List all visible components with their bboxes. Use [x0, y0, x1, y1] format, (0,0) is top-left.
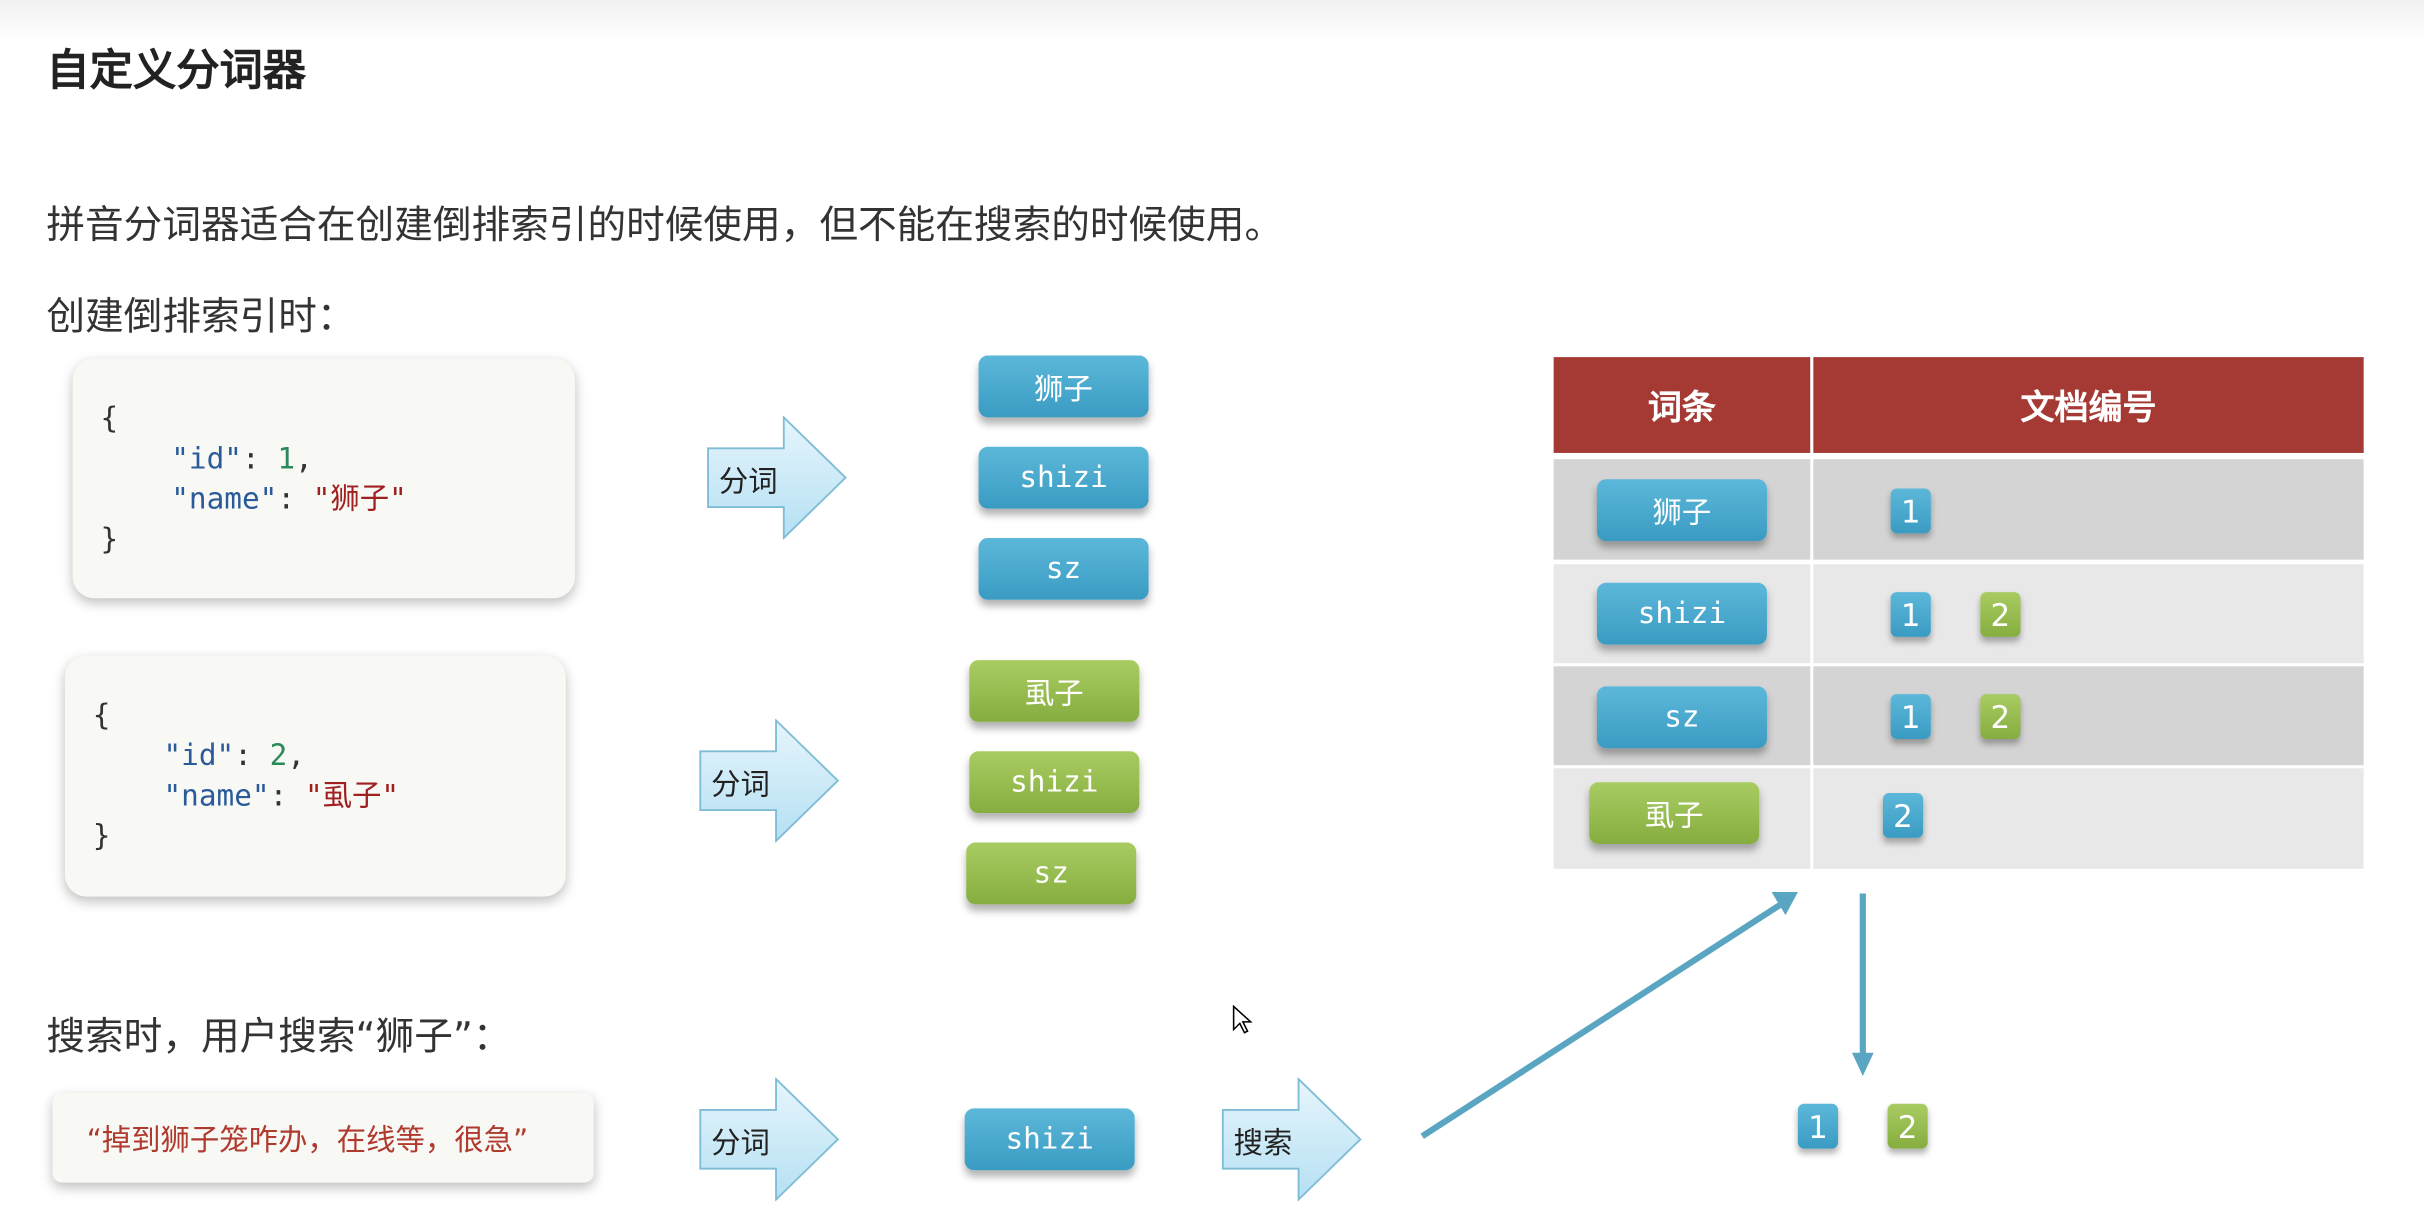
brace: {: [100, 401, 119, 436]
query-text: “掉到狮子笼咋办，在线等，很急”: [86, 1123, 529, 1158]
tokenize-arrow-3: 分词: [699, 1076, 841, 1202]
term: shizi: [1596, 582, 1767, 645]
doc-json-1: { "id": 1, "name": "狮子" }: [72, 358, 576, 599]
table-row: 狮子 1: [1553, 459, 2364, 560]
table-row: 虱子 2: [1553, 768, 2364, 869]
token: shizi: [978, 446, 1149, 509]
result-badge: 2: [1887, 1103, 1928, 1149]
token: shizi: [969, 751, 1140, 814]
brace: {: [92, 698, 111, 733]
result-badge: 1: [1797, 1103, 1839, 1149]
header-term: 词条: [1553, 357, 1811, 453]
right-arrow-icon: [699, 718, 840, 844]
token: sz: [978, 537, 1149, 600]
doc-id-badge: 1: [1890, 592, 1931, 637]
term: sz: [1596, 686, 1767, 749]
doc-id-badge: 2: [1882, 793, 1924, 838]
tokenize-arrow-2: 分词: [699, 718, 841, 844]
right-arrow-icon: [707, 415, 847, 541]
table-row: shizi 1 2: [1553, 564, 2364, 664]
mouse-cursor-icon: [1232, 1004, 1253, 1034]
token: 狮子: [978, 355, 1149, 418]
json-value: 1: [277, 442, 296, 477]
query-box: “掉到狮子笼咋办，在线等，很急”: [52, 1092, 594, 1183]
table-row: sz 1 2: [1553, 666, 2364, 766]
json-value: "狮子": [312, 482, 407, 517]
index-heading: 创建倒排索引时：: [46, 293, 356, 339]
json-value: 2: [269, 738, 288, 773]
arrow-label: 分词: [718, 465, 778, 500]
search-arrow: 搜索: [1221, 1076, 1363, 1202]
arrowhead-icon: [1771, 891, 1798, 916]
json-key: "name": [171, 482, 278, 517]
arrowhead-icon: [1851, 1052, 1874, 1076]
slide-title: 自定义分词器: [46, 44, 307, 96]
doc-id-badge: 1: [1890, 488, 1931, 534]
intro-text: 拼音分词器适合在创建倒排索引的时候使用，但不能在搜索的时候使用。: [46, 202, 1284, 248]
tokenize-arrow-1: 分词: [706, 415, 848, 541]
brace: }: [100, 522, 119, 557]
token: 虱子: [969, 660, 1140, 722]
term: 虱子: [1589, 782, 1760, 845]
json-key: "name": [163, 779, 270, 814]
doc-id-badge: 2: [1980, 694, 2021, 739]
json-key: "id": [163, 738, 235, 773]
right-arrow-icon: [1221, 1076, 1362, 1202]
right-arrow-icon: [699, 1076, 840, 1202]
arrow-label: 分词: [711, 1126, 770, 1161]
json-key: "id": [171, 442, 242, 477]
arrow-label: 搜索: [1233, 1126, 1293, 1161]
token: sz: [966, 842, 1137, 905]
arrow-label: 分词: [711, 768, 770, 803]
brace: }: [92, 819, 111, 854]
search-heading: 搜索时，用户搜索“狮子”：: [46, 1014, 512, 1059]
doc-id-badge: 1: [1890, 694, 1931, 739]
doc-id-badge: 2: [1980, 592, 2021, 637]
query-token: shizi: [964, 1108, 1135, 1171]
doc-json-2: { "id": 2, "name": "虱子" }: [64, 655, 566, 897]
term: 狮子: [1596, 479, 1767, 542]
header-doc-ids: 文档编号: [1813, 357, 2364, 453]
json-value: "虱子": [305, 779, 400, 814]
lookup-arrow-line: [1420, 901, 1783, 1139]
